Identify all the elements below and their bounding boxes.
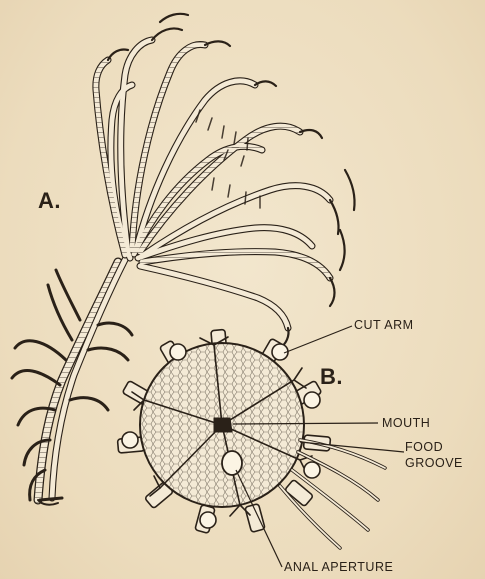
label-mouth: MOUTH <box>382 416 430 430</box>
figure-a-crown <box>96 14 355 348</box>
label-food: FOOD <box>405 440 443 454</box>
figure-b-oral-disc <box>117 329 385 548</box>
figure-a-stalk <box>12 250 132 505</box>
label-b: B. <box>320 364 343 390</box>
label-groove: GROOVE <box>405 456 463 470</box>
label-cut-arm: CUT ARM <box>354 318 414 332</box>
label-a: A. <box>38 188 61 214</box>
label-anal-aperture: ANAL APERTURE <box>284 560 393 574</box>
cut-arm-leader <box>284 326 352 353</box>
